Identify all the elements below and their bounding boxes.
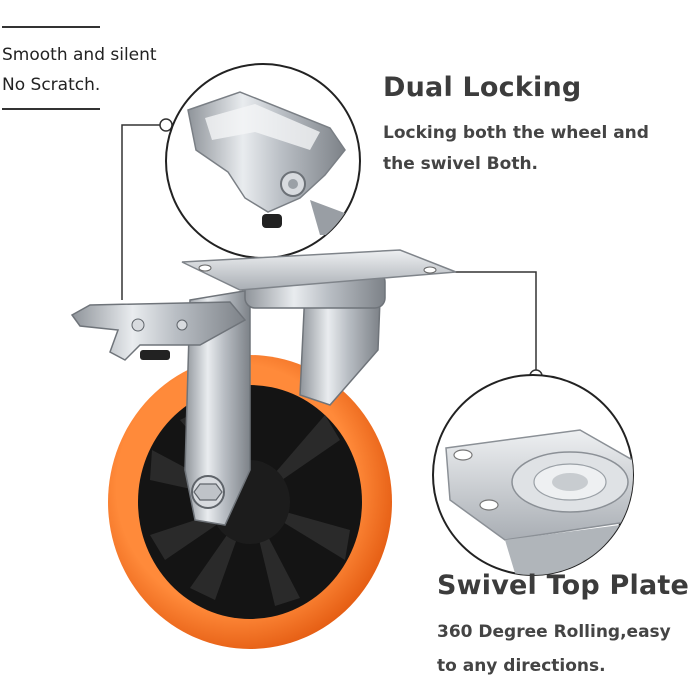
note-line-2: No Scratch. <box>2 75 101 95</box>
note-rule-top <box>2 26 100 28</box>
swivel-desc-line-1: 360 Degree Rolling,easy <box>437 622 671 642</box>
dual-locking-desc-line-1: Locking both the wheel and <box>383 123 649 143</box>
callout-connector-plate <box>455 271 543 383</box>
dual-locking-desc-line-2: the swivel Both. <box>383 154 539 174</box>
swivel-top-plate-description: 360 Degree Rolling,easy to any direction… <box>437 615 697 683</box>
dual-locking-title: Dual Locking <box>383 72 582 103</box>
lock-detail-magnifier <box>165 63 361 259</box>
dual-locking-description: Locking both the wheel and the swivel Bo… <box>383 118 683 180</box>
swivel-desc-line-2: to any directions. <box>437 656 606 676</box>
caster-fork <box>184 289 381 526</box>
plate-detail-magnifier <box>432 374 634 576</box>
note-rule-bottom <box>2 108 100 110</box>
swivel-top-plate-title: Swivel Top Plate <box>437 570 690 601</box>
smooth-silent-note: Smooth and silent No Scratch. <box>2 40 172 100</box>
caster-top-plate <box>181 249 457 309</box>
callout-connector-lock <box>121 118 173 300</box>
note-line-1: Smooth and silent <box>2 45 157 65</box>
caster-brake-lever <box>70 301 247 361</box>
